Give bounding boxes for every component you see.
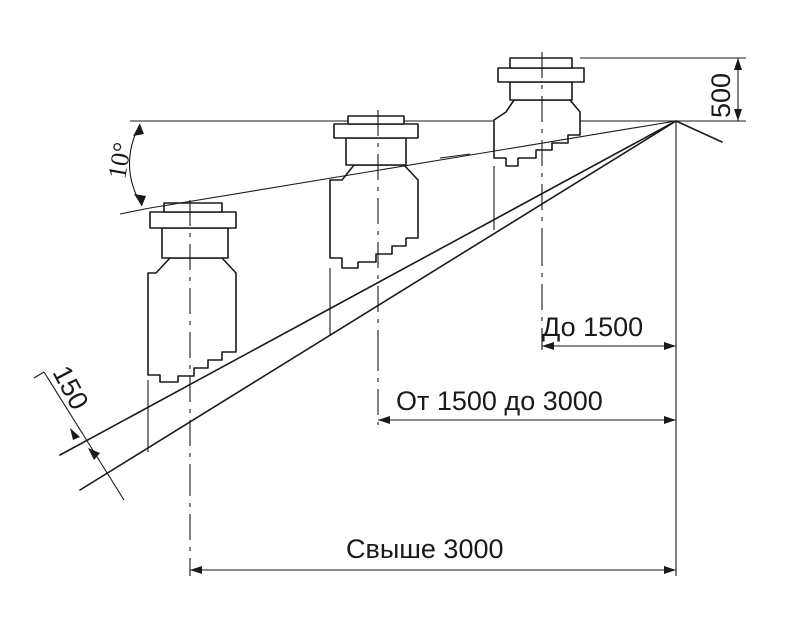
chimney-right (493, 52, 585, 240)
extension-lines (189, 121, 677, 576)
angle-arc (128, 123, 146, 207)
dim-500-label: 500 (706, 73, 736, 118)
chimney-left (147, 200, 237, 470)
dim-over-3000-label: Свыше 3000 (346, 534, 504, 564)
chimney-middle (329, 110, 419, 345)
dim-150 (33, 371, 125, 501)
dim-1500-3000-label: От 1500 до 3000 (396, 386, 603, 416)
dim-over-3000 (190, 566, 676, 574)
dim-upto-1500-label: До 1500 (542, 312, 643, 342)
angle-10-label: 10° (102, 140, 137, 181)
ten-degree-line (119, 120, 677, 215)
dim-500 (580, 57, 746, 121)
dim-upto-1500 (542, 342, 676, 350)
dim-1500-3000 (378, 416, 676, 424)
dim-150-label: 150 (47, 361, 95, 415)
